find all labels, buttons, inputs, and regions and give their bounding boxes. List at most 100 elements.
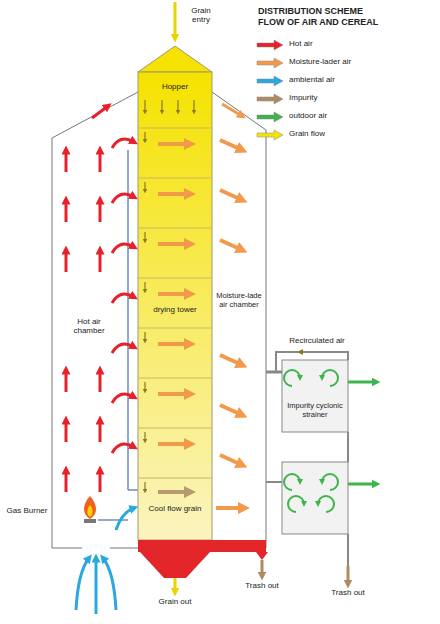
pipe-label: Recirculated air: [284, 336, 350, 345]
grain-flow-arrow: [144, 100, 145, 112]
ambient-air-arrow: [116, 508, 134, 530]
burner-label: Gas Burner: [4, 506, 50, 515]
moist-air-arrow: [220, 455, 242, 465]
hot-air-arrow: [112, 194, 134, 203]
grain-flow-arrow: [193, 100, 194, 112]
legend-arrow: [257, 40, 283, 50]
outlet-label: Trash out: [328, 588, 368, 597]
legend-row: Impurity: [256, 92, 436, 106]
legend-text: outdoor air: [289, 111, 327, 121]
legend-row: Moisture-lader air: [256, 56, 436, 70]
cool-flow-section: Cool flow grain: [138, 478, 212, 540]
hot-air-arrow: [112, 139, 134, 148]
tower-section-line: [138, 278, 212, 279]
legend-arrow: [256, 75, 284, 87]
outdoor-air-arrow: [348, 483, 376, 486]
cyclone-pipe: [276, 352, 348, 372]
grain-flow-arrow: [144, 382, 145, 391]
ambient-air-arrow: [95, 558, 98, 614]
moist-air-arrow: [158, 442, 190, 446]
legend-text: Moisture-lader air: [289, 57, 351, 67]
moist-air-arrow: [158, 142, 190, 146]
outlet-label: Trash out: [242, 581, 282, 590]
legend-arrow: [256, 57, 284, 69]
discharge-base: [138, 540, 266, 552]
node-label: drying tower: [145, 305, 205, 314]
tower-section-line: [138, 378, 212, 379]
outdoor-air-arrow: [348, 381, 376, 384]
top-air-arrow: [222, 104, 242, 116]
legend-arrow: [257, 112, 283, 122]
hot-air-chamber: Hot air chamber: [52, 92, 138, 548]
inner-duct-line: [128, 150, 138, 490]
hot-air-arrow: [66, 139, 134, 492]
recirculated-air-arrow: [300, 351, 320, 353]
cyclone-housing: [282, 360, 348, 432]
outdoor-air-arrow: [348, 382, 376, 484]
gas-burner-symbol: [84, 519, 96, 523]
gas-burner-symbol: [87, 505, 92, 517]
drying-tower: HopperCool flow grain drying tower: [138, 46, 212, 540]
hot-air-arrow: [112, 394, 134, 403]
tower-section-line: [138, 178, 212, 179]
drying-tower-body: [138, 72, 212, 540]
grain-entry-arrow: [174, 2, 177, 38]
grain-flow-arrow: [144, 332, 145, 341]
tower-section-line: [138, 428, 212, 429]
recirculated-air-arrow: [300, 351, 320, 353]
cyclone-pipe: [347, 534, 349, 566]
moist-air-arrow: [216, 506, 244, 510]
hot-air-arrow: [112, 344, 134, 353]
legend-arrow: [256, 39, 284, 51]
moist-air-arrow: [220, 140, 242, 150]
cyclone-swirl: [284, 474, 300, 490]
hot-air-arrow: [65, 250, 68, 272]
moist-air-arrow: [158, 140, 244, 508]
cyclone-swirl: [288, 496, 304, 512]
outlet-label: Grain out: [150, 597, 200, 606]
moist-air-arrow: [220, 405, 242, 415]
cyclone-swirl: [322, 474, 338, 490]
chamber-wall: [212, 92, 266, 548]
moist-air-arrow: [158, 490, 190, 494]
hot-air-arrow: [65, 200, 68, 222]
cyclone-swirl: [322, 370, 338, 386]
discharge-base: [138, 540, 268, 578]
outlet-arrow: [347, 566, 350, 584]
moist-air-arrow: [220, 190, 242, 200]
hot-air-arrow: [99, 250, 102, 272]
node-label: Moisture-lade air chamber: [214, 292, 264, 309]
tower-section-line: [138, 128, 212, 478]
legend-text: ambiental air: [289, 75, 335, 85]
legend-row: outdoor air: [256, 110, 436, 124]
outlet-arrow: [175, 560, 348, 592]
grain-flow-arrow: [144, 182, 145, 191]
legend-arrow: [257, 130, 283, 140]
moisture-air-chamber: Moisture-lade air chamber: [212, 92, 266, 548]
hot-air-arrow: [112, 444, 134, 453]
hot-air-arrow: [99, 470, 102, 492]
moist-air-arrow: [220, 240, 242, 250]
outlet-arrow: [261, 560, 264, 576]
gas-burner-symbol: [84, 496, 96, 519]
hopper-section: Hopper: [138, 72, 212, 128]
legend-heading: DISTRIBUTION SCHEME FLOW OF AIR AND CERE…: [258, 6, 390, 28]
legend-arrow: [257, 76, 283, 86]
legend-text: Impurity: [289, 93, 317, 103]
cyclone-pipe: [266, 481, 282, 483]
hot-air-arrow: [112, 244, 134, 253]
grain-flow-arrow: [145, 100, 194, 491]
moist-air-arrow: [158, 292, 190, 296]
cyclone-swirl: [318, 496, 334, 512]
hot-air-arrow: [65, 150, 68, 172]
ambient-air-arrow: [103, 558, 116, 610]
moist-air-arrow: [158, 392, 190, 396]
hot-air-arrow: [65, 370, 68, 392]
legend-arrow: [257, 58, 283, 68]
chamber-wall: [52, 92, 138, 548]
node-label: Cool flow grain: [145, 504, 205, 513]
grain-flow-arrow: [144, 282, 145, 291]
cyclonic-strainer: Impurity cyclonic strainer: [282, 360, 348, 432]
legend-arrow: [256, 129, 284, 141]
